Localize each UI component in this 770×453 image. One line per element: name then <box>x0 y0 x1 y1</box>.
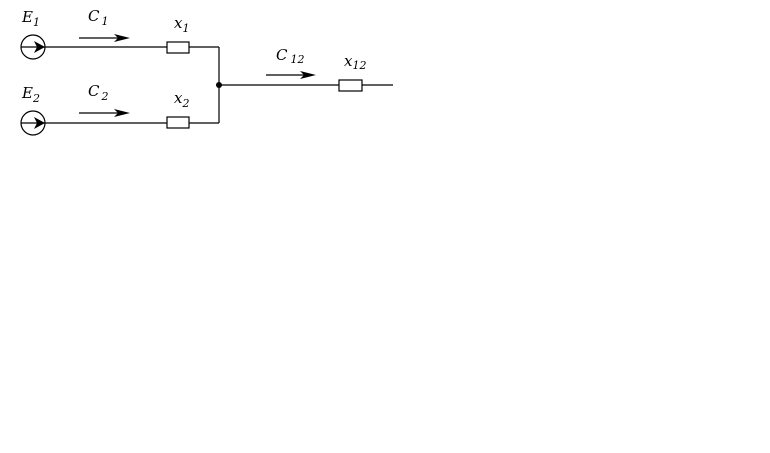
label-x12: x12 <box>344 52 366 72</box>
resistor-x12 <box>338 79 363 92</box>
label-c1-sub: 1 <box>101 15 108 28</box>
label-e2-name: E <box>21 84 33 102</box>
resistor-x2 <box>166 116 190 129</box>
label-x2-sub: 2 <box>181 97 189 110</box>
source-e2 <box>20 110 46 136</box>
label-e2: E2 <box>21 84 40 105</box>
label-c12-name: C <box>276 46 288 64</box>
resistor-x1 <box>166 41 190 54</box>
arrow-c1 <box>79 34 130 42</box>
label-x12-name: x <box>344 52 353 70</box>
label-x2: x2 <box>174 89 189 110</box>
arrow-c12 <box>266 71 316 79</box>
label-c1-name: C <box>88 7 100 25</box>
arrow-c2 <box>79 109 130 117</box>
source-e1 <box>20 34 46 60</box>
label-x1-sub: 1 <box>182 22 189 35</box>
label-c2-sub: 2 <box>100 90 108 103</box>
label-x12-sub: 12 <box>352 59 366 72</box>
label-e1-name: E <box>21 8 33 26</box>
label-c2-name: C <box>88 82 100 100</box>
label-x1: x1 <box>174 14 189 35</box>
label-x2-name: x <box>174 89 183 107</box>
label-e1-sub: 1 <box>33 16 40 29</box>
label-e1: E1 <box>21 8 40 29</box>
label-x1-name: x <box>174 14 183 32</box>
label-e2-sub: 2 <box>32 92 40 105</box>
label-c12-sub: 12 <box>290 53 304 66</box>
